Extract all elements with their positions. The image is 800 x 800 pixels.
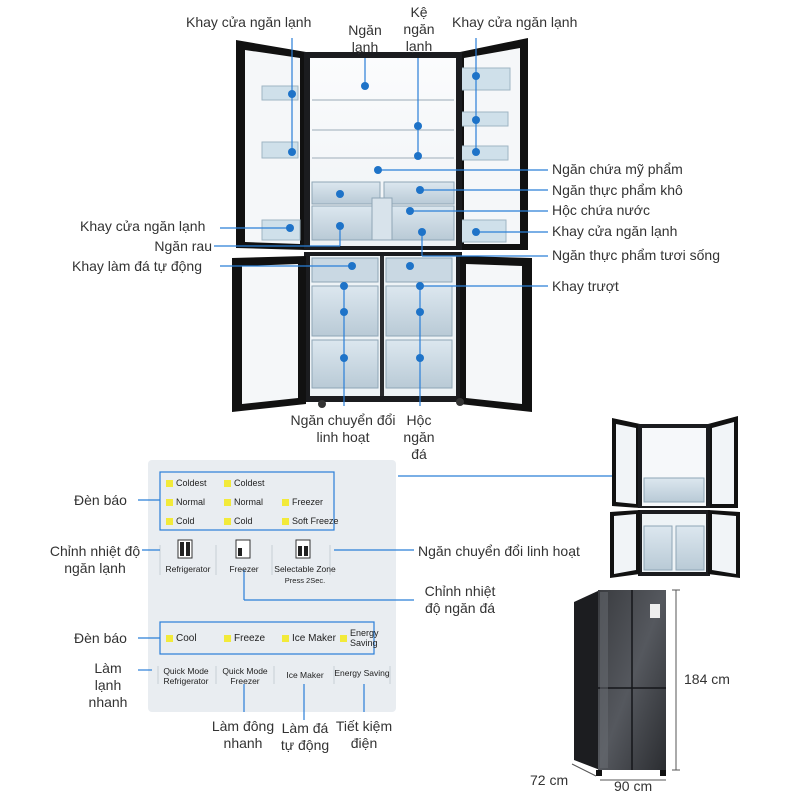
label-fridge-temp-adjust: Chỉnh nhiệt độ ngăn lạnh (49, 543, 141, 576)
label-energy-saving: Tiết kiệm điện (335, 718, 393, 751)
led-freezer-normal: Normal (234, 497, 264, 507)
panel-temp-buttons (157, 539, 391, 684)
led-zone-freezer: Freezer (292, 497, 324, 507)
label-freezer-temp-adjust: Chỉnh nhiệt độ ngăn đá (424, 583, 496, 616)
label-door-tray-left: Khay cửa ngăn lạnh (80, 218, 206, 234)
energy-saving-button[interactable]: Energy Saving (334, 668, 390, 678)
ice-maker-button[interactable]: Ice Maker (286, 670, 324, 680)
dimension-lines (571, 589, 680, 781)
open-fridge-illustration (232, 38, 532, 412)
label-door-tray-top-right: Khay cửa ngăn lạnh (452, 14, 578, 30)
led-fridge-cold: Cold (176, 516, 195, 526)
label-fridge-compartment: Ngăn lạnh (348, 22, 382, 55)
small-fridge-thumbnail (610, 416, 740, 578)
label-fridge-shelf: Kệ ngăn lạnh (403, 4, 435, 54)
label-flexible-zone: Ngăn chuyển đổi linh hoạt (290, 412, 396, 445)
led-energy-saving: Energy Saving (350, 628, 379, 648)
label-ice-drawer: Hộc ngăn đá (403, 412, 435, 462)
label-fresh-food: Ngăn thực phẩm tươi sống (552, 247, 721, 263)
panel-leds (166, 480, 347, 642)
quick-mode-refrigerator-button[interactable]: Quick Mode Refrigerator (163, 666, 209, 686)
label-indicator-lights-1: Đèn báo (74, 492, 127, 508)
led-freeze: Freeze (234, 633, 266, 644)
label-flexible-zone-panel: Ngăn chuyển đổi linh hoạt (418, 543, 580, 559)
label-quick-freeze: Làm đông nhanh (211, 718, 275, 751)
led-freezer-coldest: Coldest (234, 478, 265, 488)
freezer-button[interactable]: Freezer (229, 564, 259, 574)
label-auto-ice: Làm đá tự động (280, 720, 330, 753)
label-vegetable-drawer: Ngăn rau (154, 238, 212, 254)
led-freezer-cold: Cold (234, 516, 253, 526)
fridge-callouts (214, 38, 548, 406)
label-door-tray-top-left: Khay cửa ngăn lạnh (186, 14, 312, 30)
selectable-zone-hint: Press 2Sec. (284, 576, 326, 585)
refrigerator-button[interactable]: Refrigerator (165, 564, 211, 574)
label-ice-maker-tray: Khay làm đá tự động (72, 258, 203, 274)
label-water-box: Hộc chứa nước (552, 202, 650, 218)
quick-mode-freezer-button[interactable]: Quick Mode Freezer (222, 666, 268, 686)
indicator-box-1 (159, 471, 335, 531)
label-quick-cool: Làm lạnh nhanh (88, 660, 128, 710)
led-cool: Cool (176, 633, 197, 644)
closed-fridge (574, 590, 666, 776)
label-cosmetics-compartment: Ngăn chứa mỹ phẩm (552, 161, 683, 177)
led-fridge-coldest: Coldest (176, 478, 207, 488)
panel-callouts (138, 475, 612, 720)
dimension-depth: 72 cm (530, 772, 569, 788)
selectable-zone-button[interactable]: Selectable Zone (274, 564, 336, 574)
label-dry-food: Ngăn thực phẩm khô (552, 182, 683, 198)
led-ice-maker: Ice Maker (292, 633, 336, 644)
led-fridge-normal: Normal (176, 497, 206, 507)
label-door-tray-right: Khay cửa ngăn lạnh (552, 223, 678, 239)
dimension-height: 184 cm (684, 671, 730, 687)
label-indicator-lights-2: Đèn báo (74, 630, 127, 646)
led-zone-soft-freeze: Soft Freeze (292, 516, 339, 526)
dimension-width: 90 cm (614, 778, 653, 794)
label-slide-tray: Khay trượt (552, 278, 619, 294)
fridge-dots (286, 72, 480, 362)
